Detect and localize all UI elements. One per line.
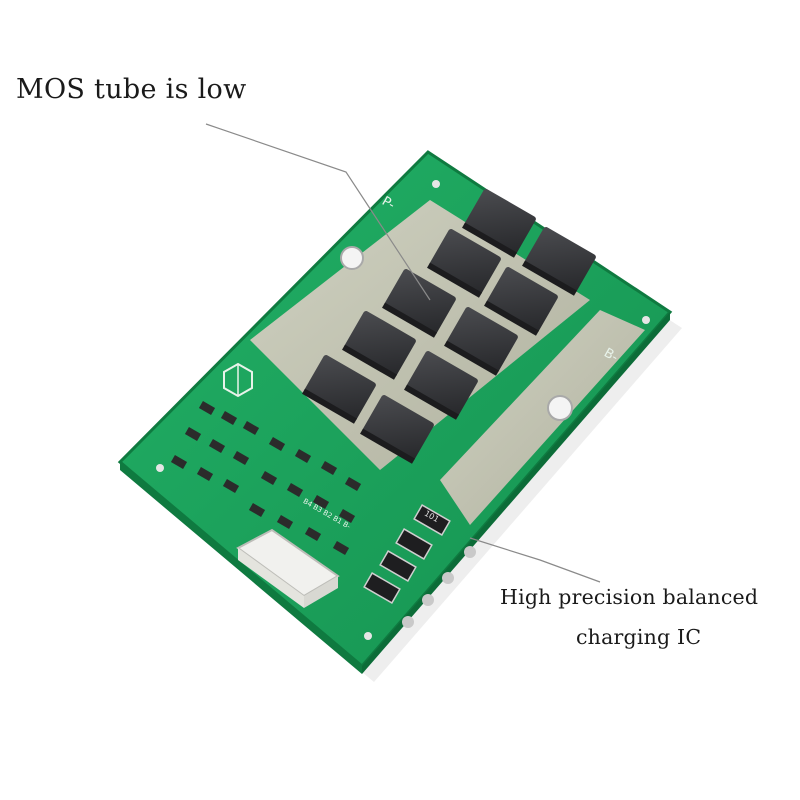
pcb-edge-front	[120, 462, 362, 674]
mounting-hole-right	[547, 395, 573, 421]
pcb-edge-right	[362, 312, 670, 674]
solder-pads	[402, 546, 476, 628]
balance-connector	[236, 528, 340, 608]
resistor-array	[363, 504, 451, 604]
mounting-hole-top	[340, 246, 364, 270]
callout-line-mos	[205, 123, 431, 301]
ic-annotation-line-2: charging IC	[576, 625, 702, 649]
corner-hole	[156, 464, 164, 472]
callout-line-ic	[469, 537, 601, 583]
corner-hole	[364, 632, 372, 640]
ic-annotation-line-1: High precision balanced	[500, 585, 759, 609]
mosfet-row-left	[302, 189, 536, 424]
smd-components	[170, 401, 362, 555]
mos-tube-annotation: MOS tube is low	[16, 74, 247, 105]
mosfet-row-right	[360, 227, 596, 464]
corner-hole	[642, 316, 650, 324]
cube-logo-icon	[223, 362, 253, 398]
corner-hole	[432, 180, 440, 188]
copper-area-right	[440, 310, 645, 525]
